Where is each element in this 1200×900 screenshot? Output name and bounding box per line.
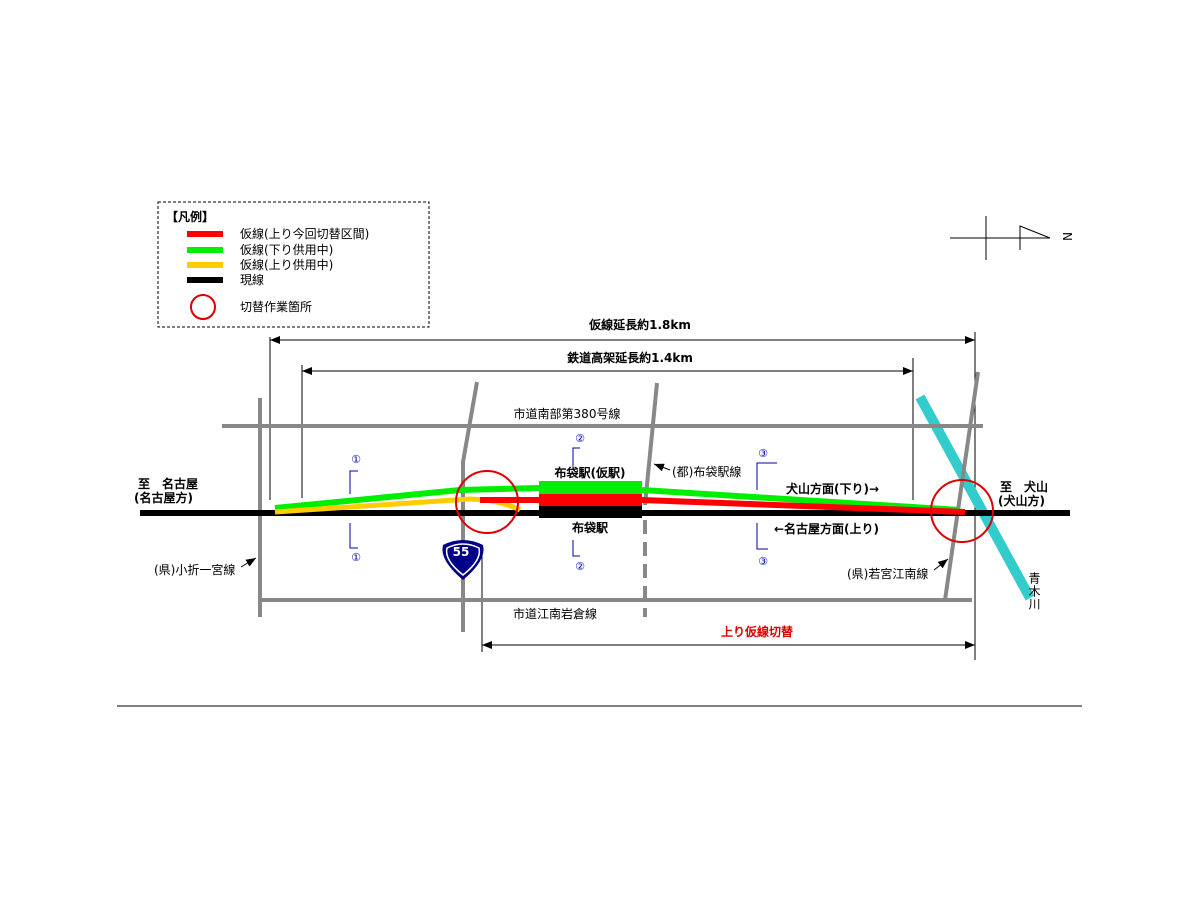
station-road-label: (都)布袋駅線	[672, 464, 741, 479]
legend-label: 切替作業箇所	[240, 300, 312, 314]
east-road-label: (県)若宮江南線	[847, 566, 928, 581]
switch-point-west	[455, 470, 519, 534]
section-1-top: ①	[351, 453, 361, 466]
inuyama-direction-label: (犬山方)	[998, 493, 1045, 508]
station-road	[643, 382, 659, 506]
north-road-label: 市道南部第380号線	[514, 406, 621, 421]
south-road-label: 市道江南岩倉線	[513, 606, 597, 621]
west-road-pointer	[240, 557, 257, 568]
legend-label: 仮線(上り供用中)	[240, 257, 333, 272]
section-3-bottom: ③	[758, 555, 768, 568]
legend-label: 仮線(下り供用中)	[240, 242, 333, 257]
up-switch-track-east	[641, 497, 966, 515]
river-label: 青木川	[1027, 572, 1041, 611]
temp-station-label: 布袋駅(仮駅)	[555, 465, 626, 480]
section-markers	[349, 447, 777, 557]
section-2-bottom: ②	[575, 560, 585, 573]
section-1-bottom: ①	[351, 551, 361, 564]
roads	[222, 371, 983, 632]
elevated-length-label: 鉄道高架延長約1.4km	[567, 350, 693, 365]
route-55-shield-icon: 55	[442, 540, 484, 580]
east-road	[943, 371, 980, 601]
section-3-top: ③	[758, 447, 768, 460]
dimension-lines	[269, 332, 976, 660]
west-road-label: (県)小折一宮線	[154, 562, 235, 577]
route-55-road	[461, 381, 479, 632]
down-direction-label: 犬山方面(下り)→	[786, 481, 879, 496]
legend-title: 【凡例】	[166, 209, 214, 224]
section-2-top: ②	[575, 432, 585, 445]
legend-box	[157, 201, 430, 328]
temp-station-up-platform	[539, 494, 642, 506]
legend: 【凡例】 仮線(上り今回切替区間) 仮線(下り供用中) 仮線(上り供用中) 現線…	[157, 201, 430, 328]
north-arrow-icon: N	[950, 216, 1074, 260]
temp-station-platform	[539, 481, 642, 494]
station-road-pointer	[653, 463, 671, 472]
legend-circle-icon	[190, 294, 216, 320]
down-temp-track-west	[274, 485, 540, 511]
east-road-pointer	[933, 558, 949, 571]
route-number: 55	[453, 545, 470, 559]
down-temp-track-east	[641, 487, 961, 513]
switch-point-east	[930, 479, 994, 543]
up-direction-label: ←名古屋方面(上り)	[774, 521, 879, 536]
up-switch-label: 上り仮線切替	[721, 624, 794, 639]
station-label: 布袋駅	[572, 520, 609, 535]
station-platform	[539, 506, 642, 518]
to-nagoya-label: 至 名古屋	[138, 476, 198, 491]
to-inuyama-label: 至 犬山	[1000, 479, 1048, 494]
north-label: N	[1060, 232, 1074, 241]
legend-label: 現線	[240, 272, 264, 287]
nagoya-direction-label: (名古屋方)	[134, 490, 193, 505]
temp-line-length-label: 仮線延長約1.8km	[588, 317, 691, 332]
river	[915, 394, 1035, 601]
legend-label: 仮線(上り今回切替区間)	[240, 226, 369, 241]
